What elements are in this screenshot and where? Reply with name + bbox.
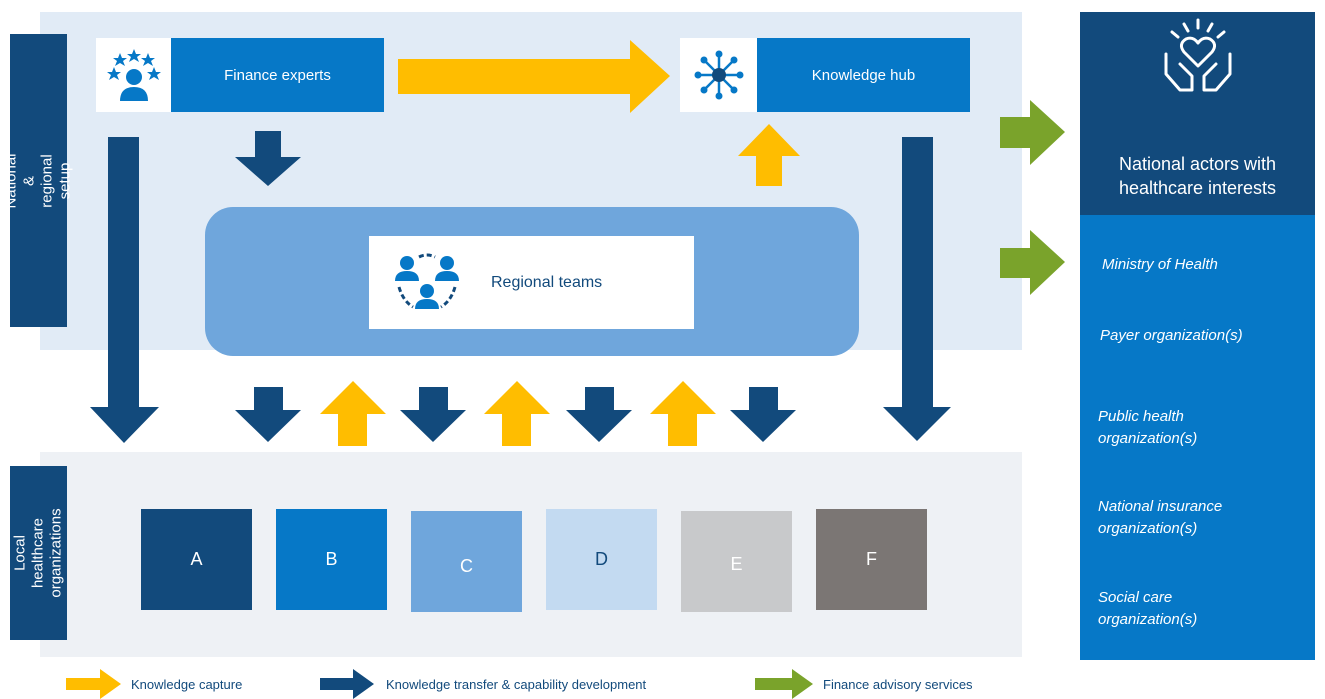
finance-experts-label: Finance experts bbox=[224, 66, 331, 84]
organization-b: B bbox=[276, 509, 387, 610]
organization-c: C bbox=[411, 511, 522, 612]
actor-public-health-organizations: Public health organization(s) bbox=[1098, 408, 1198, 447]
national-actors-title: National actors with healthcare interest… bbox=[1118, 154, 1277, 198]
knowledge-capture-arrow-1 bbox=[320, 381, 386, 446]
knowledge-hub-label: Knowledge hub bbox=[811, 66, 916, 84]
knowledge-transfer-arrow-2 bbox=[400, 387, 466, 442]
network-hub-icon bbox=[694, 50, 743, 100]
heart-hands-icon bbox=[1158, 18, 1238, 103]
knowledge-hub-node: Knowledge hub bbox=[757, 38, 970, 112]
regional-teams-label: Regional teams bbox=[491, 273, 603, 291]
actor-social-care-organizations: Social care organization(s) bbox=[1098, 589, 1198, 628]
expert-person-stars-icon bbox=[106, 49, 161, 101]
legend-knowledge-capture-label: Knowledge capture bbox=[131, 677, 243, 692]
team-people-icon bbox=[395, 253, 459, 309]
knowledge-transfer-arrow-left bbox=[90, 137, 159, 443]
local-organizations-section-label: Local healthcare organizations bbox=[10, 466, 67, 640]
legend-finance-advisory-label: Finance advisory services bbox=[823, 677, 973, 692]
organization-f-label: F bbox=[866, 549, 877, 569]
national-actors-header bbox=[1080, 12, 1315, 215]
knowledge-capture-arrow-2 bbox=[484, 381, 550, 446]
organization-e-label: E bbox=[730, 554, 743, 574]
organization-b-label: B bbox=[325, 549, 338, 569]
organization-c-label: C bbox=[460, 556, 473, 576]
knowledge-transfer-arrow-regional bbox=[235, 131, 301, 186]
legend-knowledge-transfer-arrow bbox=[320, 669, 374, 699]
knowledge-transfer-arrow-right bbox=[883, 137, 951, 441]
organization-a-label: A bbox=[190, 549, 203, 569]
organization-a: A bbox=[141, 509, 252, 610]
knowledge-capture-arrow-3 bbox=[650, 381, 716, 446]
finance-experts-node: Finance experts bbox=[171, 38, 384, 112]
national-regional-section-label: National & regional setup bbox=[3, 34, 74, 327]
national-actors-list-panel bbox=[1080, 215, 1315, 660]
organization-e: E bbox=[681, 511, 792, 612]
organization-d: D bbox=[546, 509, 657, 610]
organization-f: F bbox=[816, 509, 927, 610]
legend-finance-advisory-arrow bbox=[755, 669, 813, 699]
knowledge-hub-icon-box bbox=[680, 38, 757, 112]
legend-knowledge-capture-arrow bbox=[66, 669, 121, 699]
organization-d-label: D bbox=[595, 549, 608, 569]
finance-advisory-arrow-1 bbox=[1000, 100, 1065, 165]
actor-national-insurance-organizations: National insurance organization(s) bbox=[1098, 498, 1223, 537]
actor-payer-organizations: Payer organization(s) bbox=[1100, 327, 1243, 344]
knowledge-transfer-arrow-3 bbox=[566, 387, 632, 442]
regional-teams-node: Regional teams bbox=[369, 236, 694, 329]
actor-ministry-of-health: Ministry of Health bbox=[1102, 256, 1218, 273]
finance-advisory-arrow-2 bbox=[1000, 230, 1065, 295]
knowledge-capture-arrow-hub bbox=[398, 40, 670, 113]
knowledge-transfer-arrow-1 bbox=[235, 387, 301, 442]
knowledge-transfer-arrow-4 bbox=[730, 387, 796, 442]
legend-knowledge-transfer-label: Knowledge transfer & capability developm… bbox=[386, 677, 647, 692]
finance-experts-icon-box bbox=[96, 38, 171, 112]
knowledge-capture-arrow-regional-hub bbox=[738, 124, 800, 186]
